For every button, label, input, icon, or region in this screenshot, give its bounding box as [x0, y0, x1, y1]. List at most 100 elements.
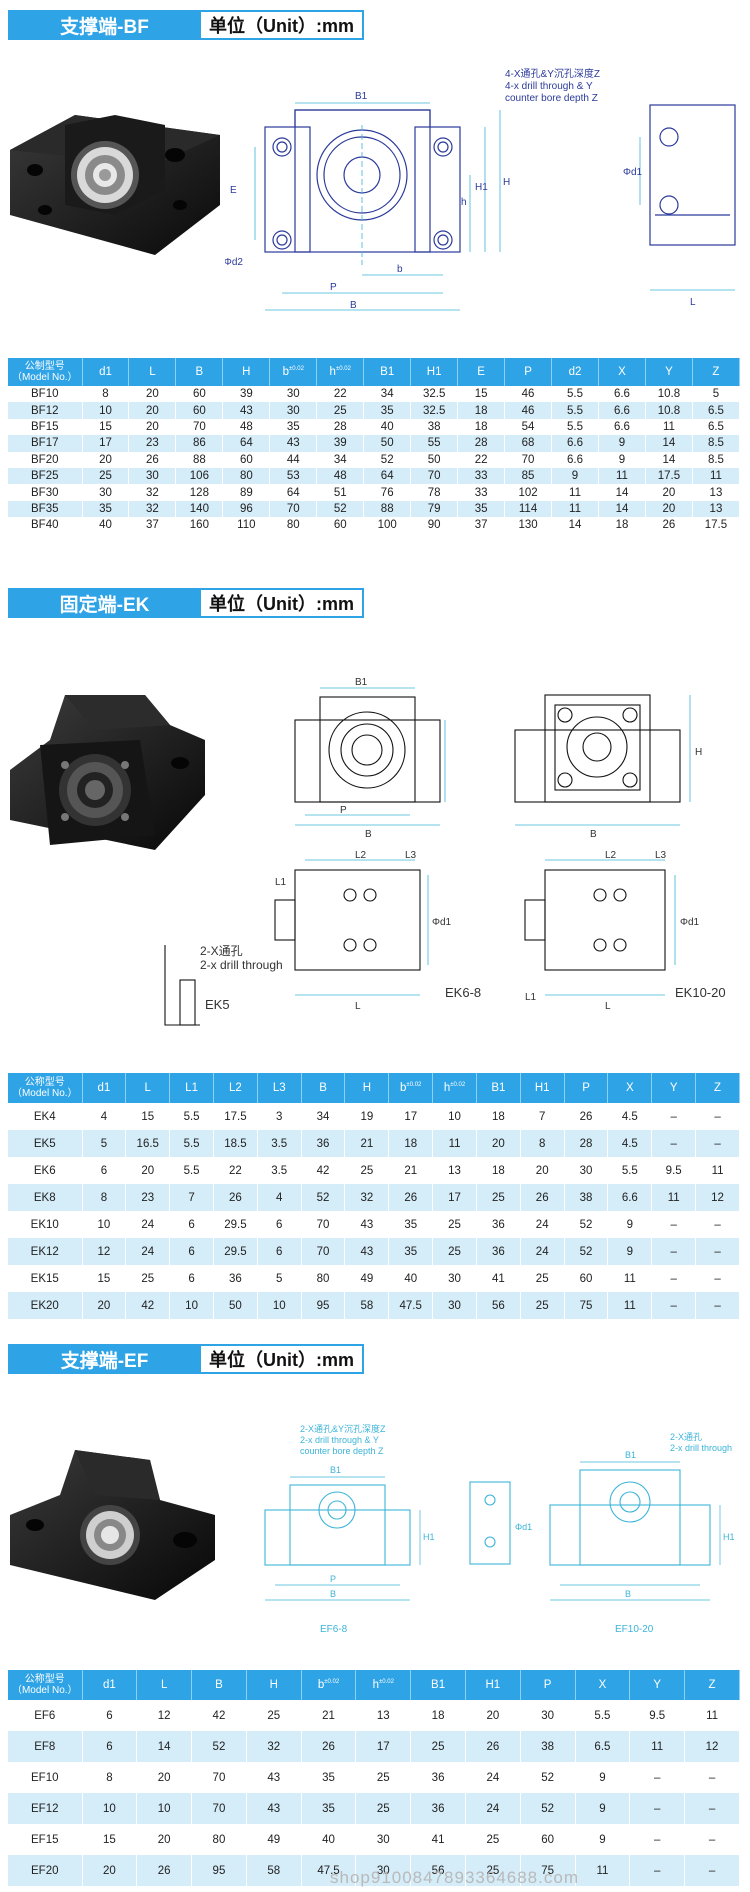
- ek-label-d1-2: Φd1: [680, 917, 700, 928]
- ef-technical-drawing: B1 P B H1 Φd1 B1 B H1 2-X通孔&Y沉孔深度Z 2-x d…: [264, 1423, 735, 1635]
- model-cell: EK15: [8, 1265, 83, 1292]
- ef-label-b-2: B: [625, 1589, 631, 1599]
- spec-cell: 43: [222, 402, 271, 419]
- spec-cell: 6.6: [551, 435, 599, 452]
- spec-cell: 36: [213, 1265, 258, 1292]
- spec-cell: 35: [388, 1211, 434, 1238]
- spec-cell: 38: [520, 1731, 576, 1762]
- bf-label-d1: Φd1: [623, 167, 643, 178]
- ef-th: L: [136, 1670, 193, 1700]
- ef-label-d1: Φd1: [515, 1522, 532, 1532]
- spec-cell: 58: [246, 1855, 302, 1886]
- spec-cell: 6.5: [692, 418, 741, 436]
- spec-cell: 25: [465, 1855, 521, 1886]
- spec-cell: 30: [355, 1855, 412, 1886]
- spec-cell: 30: [432, 1265, 477, 1292]
- spec-cell: 8: [82, 1762, 138, 1793]
- spec-cell: 24: [520, 1211, 565, 1238]
- spec-cell: 35: [301, 1762, 357, 1793]
- spec-cell: 43: [246, 1762, 302, 1793]
- spec-cell: 9: [575, 1762, 631, 1793]
- ek-label-h: H: [695, 747, 702, 758]
- spec-cell: 42: [125, 1292, 171, 1319]
- spec-cell: 6.5: [692, 402, 741, 419]
- ef-title: 支撑端-EF: [8, 1344, 201, 1374]
- spec-cell: 11: [692, 467, 741, 485]
- ek-spec-table: 公称型号（Model No.） d1 L L1 L2 L3 B H b±0.02…: [8, 1073, 740, 1319]
- spec-cell: 6: [257, 1238, 302, 1265]
- spec-cell: 6: [82, 1157, 127, 1184]
- spec-cell: 5.5: [551, 386, 599, 403]
- spec-cell: 106: [175, 467, 224, 485]
- spec-cell: 11: [645, 418, 693, 436]
- spec-cell: 52: [301, 1184, 346, 1211]
- spec-cell: 21: [344, 1130, 390, 1157]
- model-cell: BF30: [8, 484, 83, 501]
- spec-cell: 14: [645, 451, 693, 468]
- spec-cell: 14: [598, 500, 646, 518]
- ek-caption-ek68: EK6-8: [445, 985, 481, 1000]
- ek-label-b1: B1: [355, 677, 368, 688]
- spec-cell: 25: [246, 1700, 302, 1731]
- ek-note-1: 2-X通孔: [200, 944, 243, 958]
- spec-cell: 90: [410, 517, 459, 534]
- spec-cell: 24: [465, 1793, 521, 1824]
- model-cell: EK8: [8, 1184, 83, 1211]
- spec-cell: 36: [410, 1793, 466, 1824]
- ef-th: X: [575, 1670, 631, 1700]
- spec-cell: 60: [520, 1824, 576, 1855]
- spec-cell: 76: [363, 484, 412, 501]
- spec-cell: 34: [316, 451, 365, 468]
- spec-cell: 32.5: [410, 402, 459, 419]
- spec-cell: 6: [169, 1238, 214, 1265]
- spec-cell: 7: [520, 1103, 565, 1130]
- ek-label-b: B: [365, 829, 372, 840]
- spec-cell: 25: [520, 1292, 565, 1319]
- bf-th: B1: [363, 358, 412, 386]
- ef-label-b1: B1: [330, 1465, 341, 1475]
- model-cell: EF15: [8, 1824, 83, 1855]
- model-cell: EK12: [8, 1238, 83, 1265]
- spec-cell: 51: [316, 484, 365, 501]
- spec-cell: 100: [363, 517, 412, 534]
- spec-cell: 3: [257, 1103, 302, 1130]
- spec-cell: –: [651, 1130, 697, 1157]
- bf-th: B: [175, 358, 224, 386]
- spec-cell: 13: [692, 500, 741, 518]
- spec-cell: 32: [344, 1184, 390, 1211]
- ek-label-l3: L3: [405, 850, 417, 861]
- spec-cell: 80: [222, 467, 271, 485]
- watermark: shop9100847893364688.com: [330, 1868, 579, 1887]
- spec-cell: 20: [136, 1824, 193, 1855]
- ef-product-photo: [10, 1450, 215, 1600]
- spec-cell: 80: [269, 517, 318, 534]
- spec-cell: 46: [504, 386, 553, 403]
- spec-cell: 79: [410, 500, 459, 518]
- spec-cell: 88: [175, 451, 224, 468]
- spec-cell: 130: [504, 517, 553, 534]
- spec-cell: 17: [82, 435, 130, 452]
- spec-cell: 11: [598, 467, 646, 485]
- model-cell: EF20: [8, 1855, 83, 1886]
- model-cell: EK10: [8, 1211, 83, 1238]
- spec-cell: 64: [269, 484, 318, 501]
- spec-cell: 78: [410, 484, 459, 501]
- bf-th-b: b±0.02: [269, 358, 318, 386]
- spec-cell: 22: [457, 451, 506, 468]
- spec-cell: 32: [128, 484, 177, 501]
- spec-cell: 8.5: [692, 435, 741, 452]
- spec-cell: 15: [82, 418, 130, 436]
- spec-cell: 9: [575, 1824, 631, 1855]
- spec-cell: 11: [607, 1292, 653, 1319]
- ef-th: H: [246, 1670, 302, 1700]
- spec-cell: –: [695, 1265, 740, 1292]
- spec-cell: 24: [125, 1238, 171, 1265]
- ef-unit: 单位（Unit）:mm: [201, 1344, 364, 1374]
